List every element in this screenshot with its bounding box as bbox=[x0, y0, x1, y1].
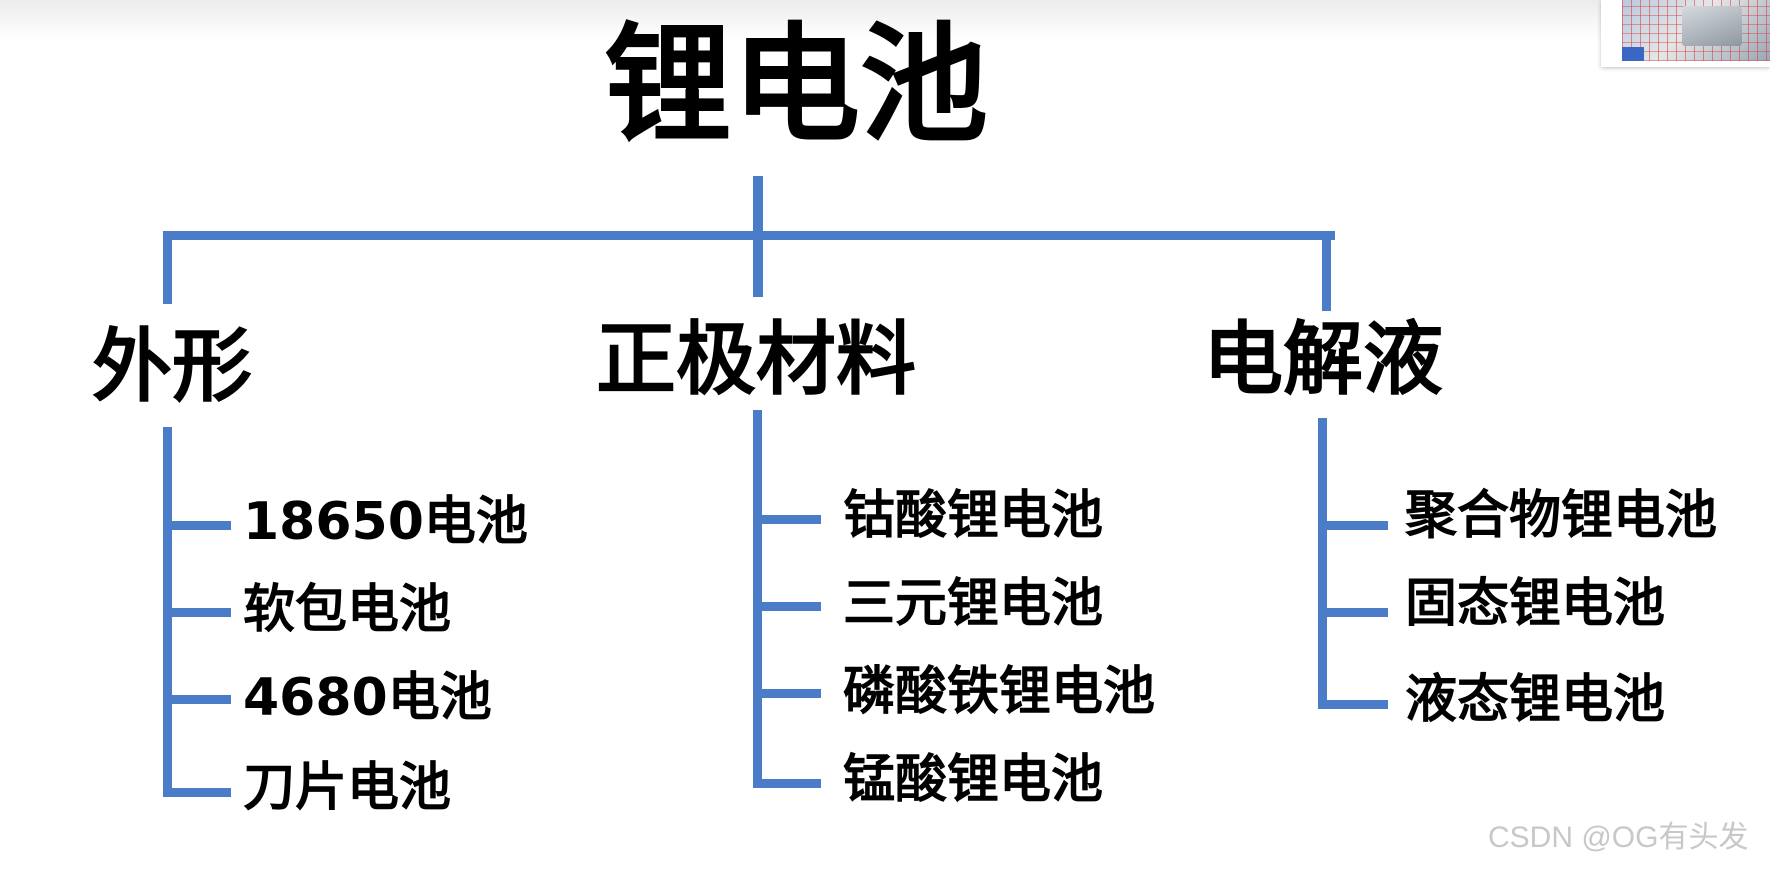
electrolyte-item-liquid: 液态锂电池 bbox=[1405, 670, 1666, 730]
electrolyte-item-solid: 固态锂电池 bbox=[1405, 574, 1666, 634]
branch-3-tick-1 bbox=[1318, 521, 1388, 530]
shape-item-4680: 4680电池 bbox=[243, 668, 492, 728]
branch-2-spine bbox=[753, 410, 762, 788]
branch-1-tick-4 bbox=[163, 788, 231, 797]
branch-1-tick-2 bbox=[163, 608, 231, 617]
branch-3-tick-3 bbox=[1318, 700, 1388, 709]
diagram-title: 锂电池 bbox=[604, 11, 989, 160]
shape-item-pouch: 软包电池 bbox=[243, 580, 452, 640]
branch-3-spine bbox=[1318, 418, 1327, 709]
thumbnail-image bbox=[1622, 0, 1770, 61]
cathode-item-lmo: 锰酸锂电池 bbox=[843, 750, 1104, 810]
watermark: CSDN @OG有头发 bbox=[1488, 821, 1749, 854]
shape-item-blade: 刀片电池 bbox=[243, 758, 452, 818]
branch-2-tick-4 bbox=[753, 779, 821, 788]
branch-label-shape: 外形 bbox=[92, 320, 252, 413]
branch-1-tick-1 bbox=[163, 521, 231, 530]
branch-2-tick-1 bbox=[753, 515, 821, 524]
root-bar bbox=[163, 231, 1335, 240]
branch-drop-3 bbox=[1322, 231, 1331, 311]
branch-3-tick-2 bbox=[1318, 608, 1388, 617]
shape-item-18650: 18650电池 bbox=[243, 492, 528, 552]
branch-drop-1 bbox=[163, 231, 172, 304]
electrolyte-item-polymer: 聚合物锂电池 bbox=[1405, 486, 1718, 546]
branch-1-tick-3 bbox=[163, 695, 231, 704]
top-shade bbox=[0, 0, 1770, 40]
branch-2-tick-3 bbox=[753, 689, 821, 698]
cathode-item-lco: 钴酸锂电池 bbox=[843, 486, 1104, 546]
cathode-item-lfp: 磷酸铁锂电池 bbox=[843, 662, 1156, 722]
branch-2-tick-2 bbox=[753, 602, 821, 611]
branch-label-cathode: 正极材料 bbox=[596, 313, 916, 406]
cathode-item-ternary: 三元锂电池 bbox=[843, 574, 1104, 634]
thumbnail-preview[interactable] bbox=[1601, 0, 1770, 67]
branch-label-electrolyte: 电解液 bbox=[1203, 313, 1443, 406]
